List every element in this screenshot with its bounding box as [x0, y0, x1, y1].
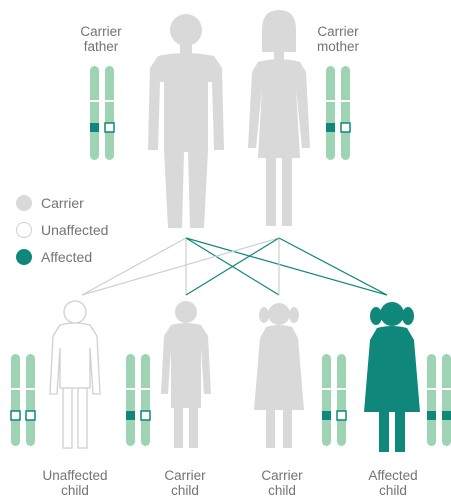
centromere [26, 388, 35, 390]
father-label-line-1: Carrier [46, 24, 156, 39]
centromere [11, 388, 20, 390]
child-label-line-1: Carrier [130, 468, 240, 483]
legend-label: Affected [41, 249, 92, 265]
child-label-line-2: child [338, 483, 448, 498]
chromosome [442, 354, 451, 446]
affected-dot-icon [16, 249, 32, 265]
chromosome [427, 354, 436, 446]
centromere [341, 100, 350, 102]
centromere [427, 388, 436, 390]
inheritance-lines [82, 238, 387, 295]
carrier-father-figure [148, 14, 224, 228]
normal-gene-marker [341, 123, 350, 132]
mutated-gene-marker [326, 123, 335, 132]
legend-item-affected: Affected [16, 247, 92, 267]
child-label: Affected child [338, 468, 448, 498]
normal-gene-marker [141, 411, 150, 420]
centromere [442, 388, 451, 390]
carrier-child-figure [254, 303, 304, 448]
chromosome [337, 354, 346, 446]
mutated-gene-marker [126, 411, 135, 420]
centromere [141, 388, 150, 390]
legend-label: Carrier [41, 195, 84, 211]
chromosome [141, 354, 150, 446]
mutated-gene-marker [442, 411, 451, 420]
mother-label-line-2: mother [283, 39, 393, 54]
mutated-gene-marker [322, 411, 331, 420]
legend-item-unaffected: Unaffected [16, 220, 108, 240]
chromosome [90, 66, 99, 160]
centromere [126, 388, 135, 390]
normal-gene-marker [11, 411, 20, 420]
chromosome [326, 66, 335, 160]
carrier-dot-icon [16, 195, 32, 211]
centromere [90, 100, 99, 102]
child-label-line-1: Affected [338, 468, 448, 483]
mutated-gene-marker [427, 411, 436, 420]
child-label-line-1: Unaffected [20, 468, 130, 483]
centromere [337, 388, 346, 390]
legend-item-carrier: Carrier [16, 193, 84, 213]
affected-child-figure [364, 302, 420, 452]
chromosome [126, 354, 135, 446]
child-label-line-2: child [227, 483, 337, 498]
normal-gene-marker [26, 411, 35, 420]
mother-label-line-1: Carrier [283, 24, 393, 39]
mother-label: Carrier mother [283, 24, 393, 54]
child-label-line-1: Carrier [227, 468, 337, 483]
mutated-gene-marker [90, 123, 99, 132]
normal-gene-marker [337, 411, 346, 420]
child-label-line-2: child [20, 483, 130, 498]
carrier-child-figure [161, 301, 211, 448]
normal-gene-marker [105, 123, 114, 132]
chromosome [322, 354, 331, 446]
child-label: Unaffected child [20, 468, 130, 498]
legend-label: Unaffected [41, 222, 108, 238]
chromosome [341, 66, 350, 160]
centromere [105, 100, 114, 102]
centromere [322, 388, 331, 390]
child-label-line-2: child [130, 483, 240, 498]
chromosome [105, 66, 114, 160]
child-label: Carrier child [130, 468, 240, 498]
child-label: Carrier child [227, 468, 337, 498]
unaffected-dot-icon [16, 222, 32, 238]
father-label: Carrier father [46, 24, 156, 54]
father-label-line-2: father [46, 39, 156, 54]
unaffected-child-figure [50, 301, 100, 448]
chromosome [26, 354, 35, 446]
centromere [326, 100, 335, 102]
chromosome [11, 354, 20, 446]
